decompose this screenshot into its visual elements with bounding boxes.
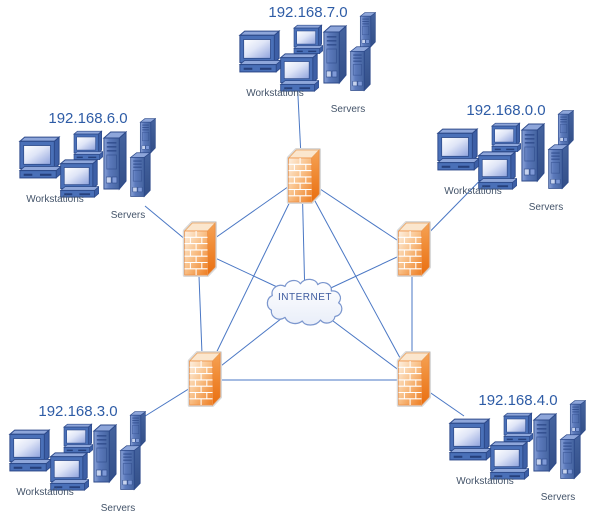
network-address-label: 192.168.4.0 [478,392,558,409]
network-address-label: 192.168.3.0 [38,403,118,420]
network-cluster-bottom-left: 192.168.3.0 Workstations Servers [0,399,163,524]
workstation-icon[interactable] [488,439,529,481]
workstation-icon[interactable] [447,416,491,462]
server-icon[interactable] [119,445,141,491]
server-icon[interactable] [102,131,127,191]
server-icon[interactable] [520,123,545,183]
workstation-icon[interactable] [476,149,517,191]
servers-label: Servers [110,210,146,221]
connector-fwtop-fwbottomright [301,176,413,381]
workstation-icon[interactable] [48,450,89,492]
servers-label: Servers [540,492,576,503]
network-address-label: 192.168.0.0 [466,102,546,119]
server-icon[interactable] [349,46,371,92]
network-cluster-top: 192.168.7.0 Workstations Servers [223,0,393,125]
network-cluster-bottom-right: 192.168.4.0 Workstations Servers [433,388,600,513]
servers-label: Servers [100,503,136,514]
workstation-icon[interactable] [7,427,51,473]
servers-label: Servers [330,104,366,115]
cloud-icon [266,278,343,326]
server-icon[interactable] [557,110,574,146]
server-icon[interactable] [92,424,117,484]
servers-label: Servers [528,202,564,213]
server-icon[interactable] [547,144,569,190]
server-icon[interactable] [129,152,151,198]
server-icon[interactable] [322,25,347,85]
server-icon[interactable] [569,400,586,436]
firewall-icon-bottom-left[interactable] [183,350,223,410]
server-icon[interactable] [532,413,557,473]
workstation-icon[interactable] [17,134,61,180]
server-icon[interactable] [129,411,146,447]
workstations-label: Workstations [246,88,304,99]
workstation-icon[interactable] [58,157,99,199]
workstations-label: Workstations [26,194,84,205]
firewall-icon-right[interactable] [392,220,432,280]
network-cluster-right: 192.168.0.0 Workstations Servers [421,98,591,223]
workstation-icon[interactable] [278,51,319,93]
workstations-label: Workstations [16,487,74,498]
network-cluster-left: 192.168.6.0 Workstations Servers [3,106,173,231]
connector-fwtop-fwbottomleft [202,176,303,381]
internet-label: INTERNET [278,292,332,303]
internet-cloud[interactable]: INTERNET [265,276,345,326]
network-address-label: 192.168.7.0 [268,4,348,21]
workstation-icon[interactable] [237,28,281,74]
network-address-label: 192.168.6.0 [48,110,128,127]
firewall-icon-left[interactable] [178,220,218,280]
server-icon[interactable] [139,118,156,154]
workstations-label: Workstations [444,186,502,197]
firewall-icon-bottom-right[interactable] [392,350,432,410]
workstation-icon[interactable] [435,126,479,172]
server-icon[interactable] [359,12,376,48]
workstations-label: Workstations [456,476,514,487]
server-icon[interactable] [559,434,581,480]
firewall-icon-top[interactable] [282,147,322,207]
